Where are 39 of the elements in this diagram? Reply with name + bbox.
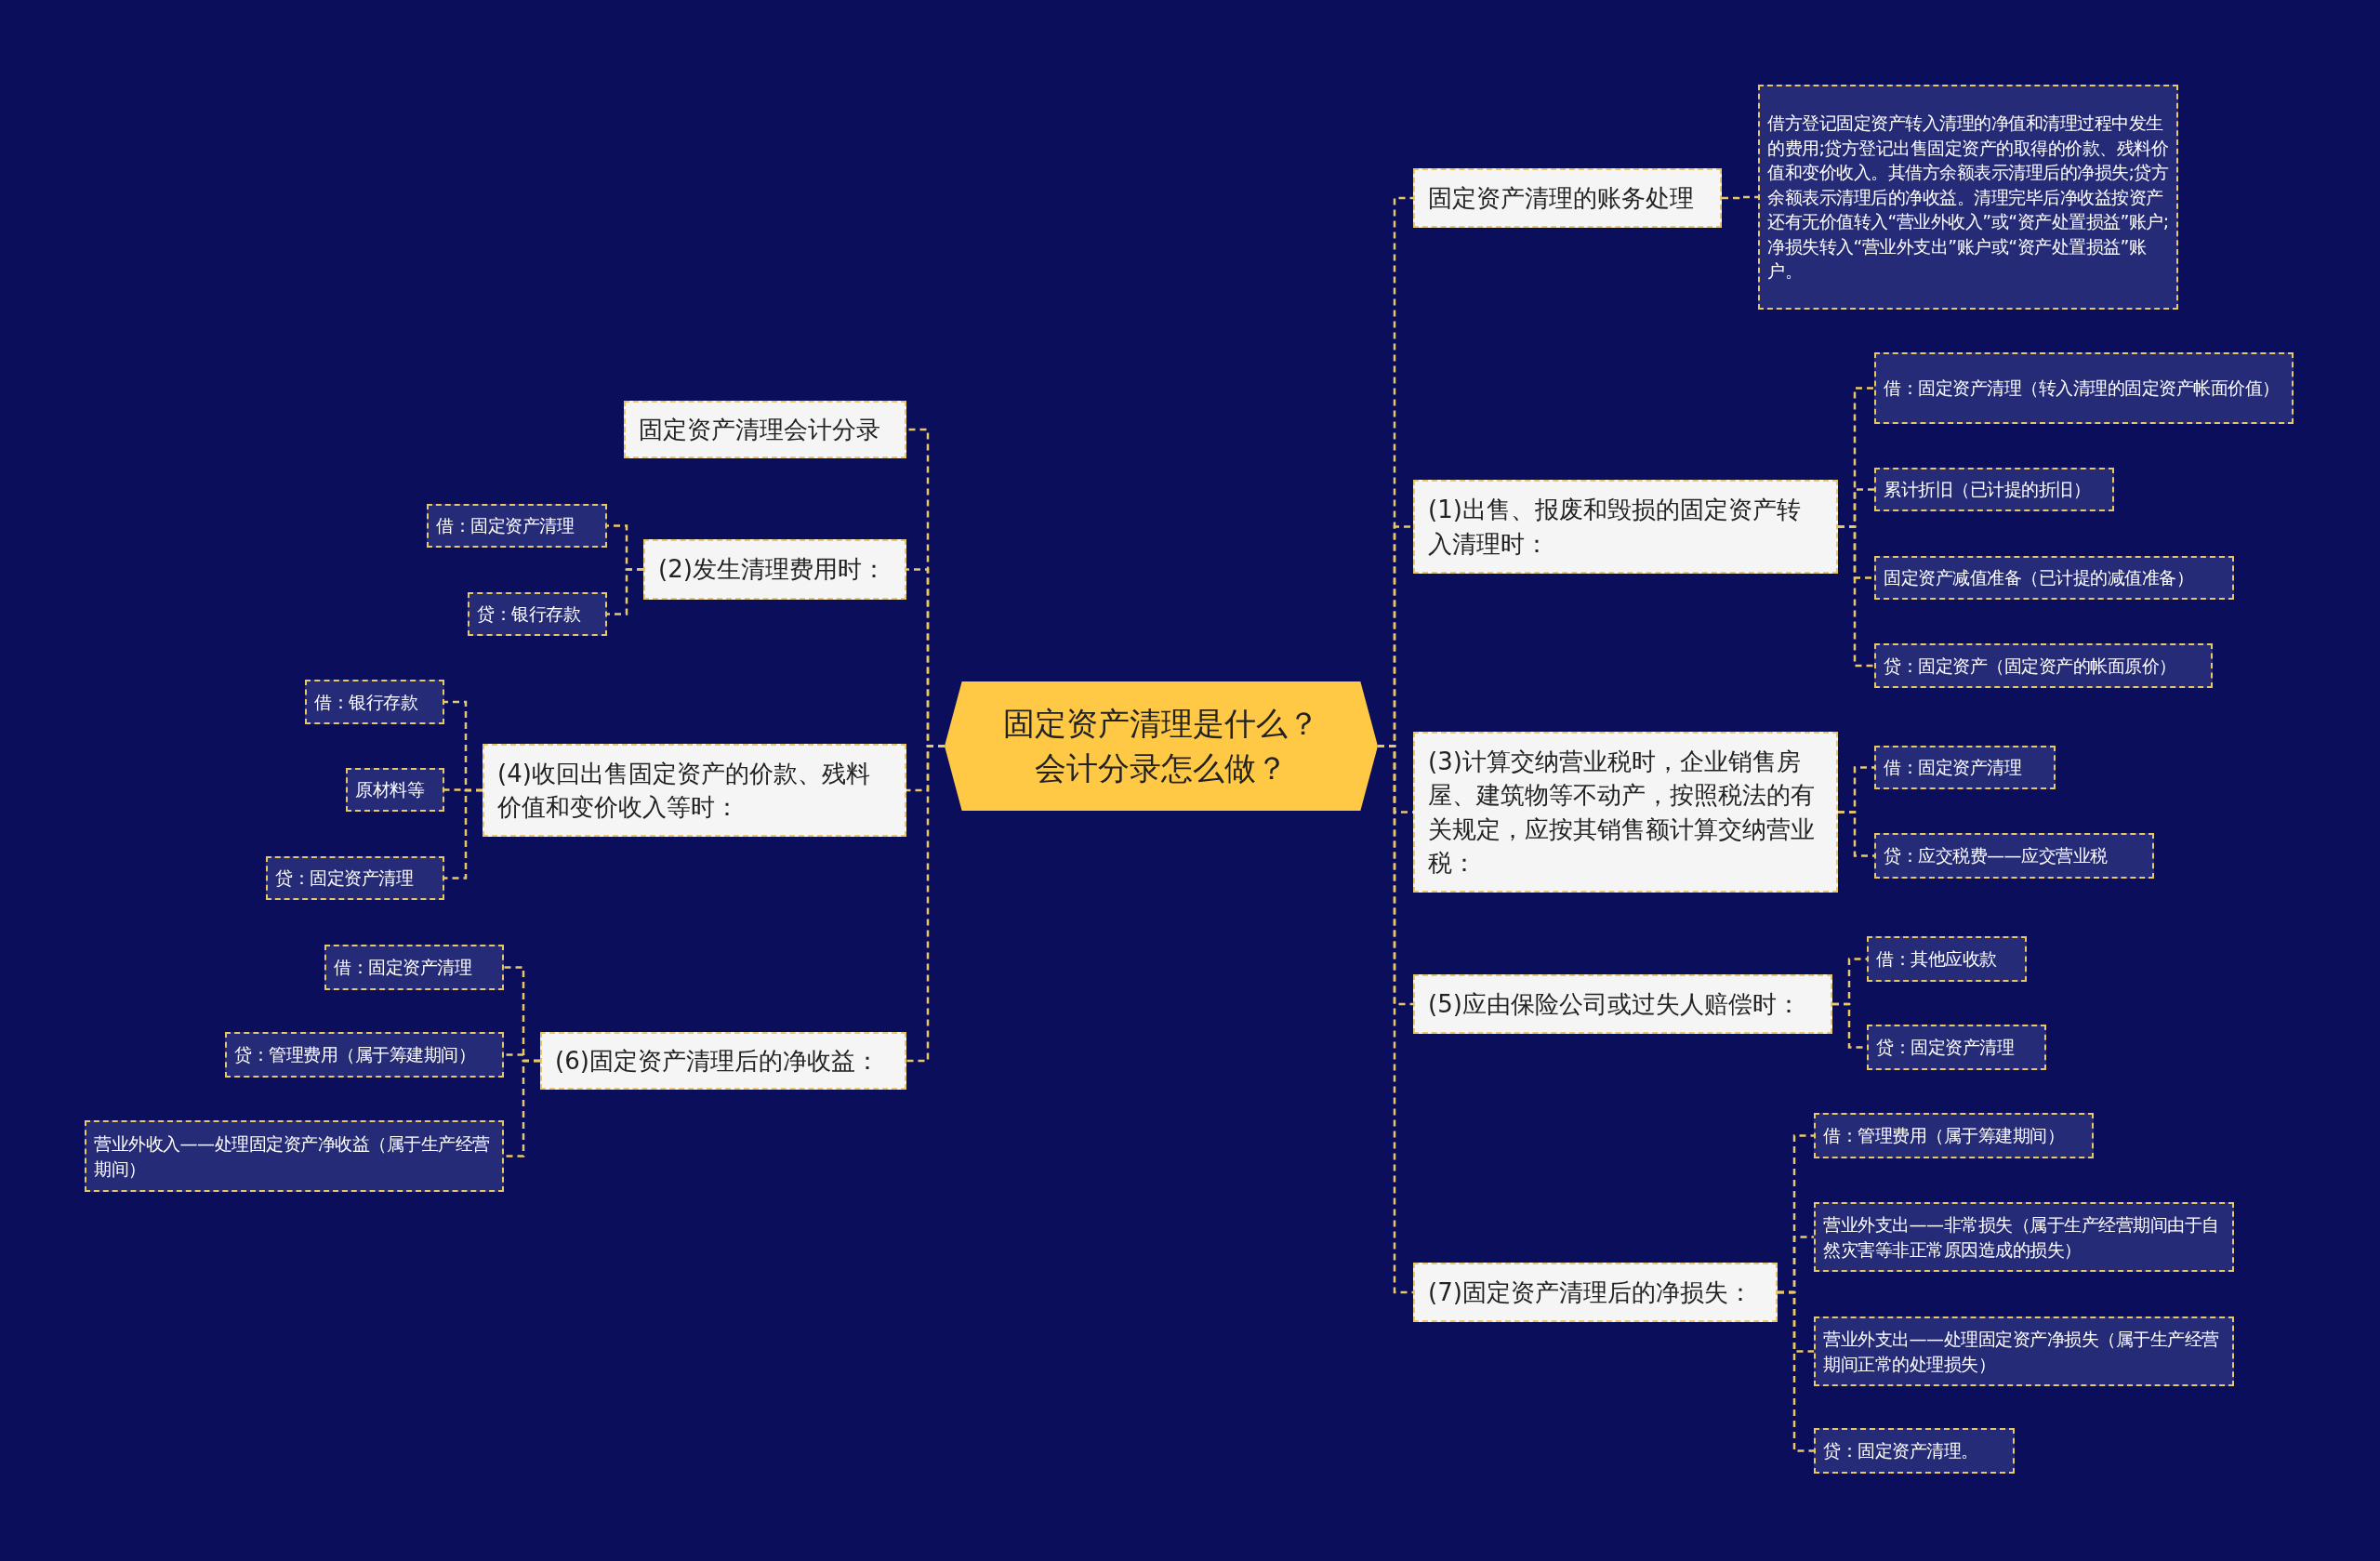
subtopic-box: 贷：银行存款 (468, 592, 607, 636)
subtopic-box: 贷：固定资产清理 (1867, 1025, 2046, 1070)
subtopic-box: 营业外收入——处理固定资产净收益（属于生产经营期间） (85, 1120, 504, 1192)
subtopic-box: 借：固定资产清理 (427, 504, 607, 548)
topic-box: (2)发生清理费用时： (643, 539, 906, 600)
subtopic-box: 贷：管理费用（属于筹建期间） (225, 1032, 504, 1078)
subtopic-box: 原材料等 (346, 768, 444, 812)
subtopic-box: 贷：应交税费——应交营业税 (1874, 833, 2154, 879)
subtopic-box: 借：其他应收款 (1867, 936, 2027, 982)
subtopic-box: 借：管理费用（属于筹建期间） (1814, 1113, 2094, 1158)
topic-box: (4)收回出售固定资产的价款、残料价值和变价收入等时： (483, 744, 906, 837)
connector-line (607, 568, 643, 615)
topic-box: 固定资产清理的账务处理 (1413, 168, 1722, 228)
connector-line (1838, 811, 1874, 857)
subtopic-box: 贷：固定资产清理 (266, 856, 444, 900)
topic-box: (6)固定资产清理后的净收益： (540, 1032, 906, 1090)
topic-box: 固定资产清理会计分录 (624, 401, 906, 458)
topic-box: (3)计算交纳营业税时，企业销售房屋、建筑物等不动产，按照税法的有关规定，应按其销售额计算交纳营业税： (1413, 732, 1838, 893)
connector-line (906, 745, 945, 1063)
topic-box: (5)应由保险公司或过失人赔偿时： (1413, 974, 1832, 1034)
connector-line (1838, 525, 1874, 668)
subtopic-box: 营业外支出——处理固定资产净损失（属于生产经营期间正常的处理损失） (1814, 1316, 2234, 1386)
central-topic: 固定资产清理是什么？会计分录怎么做？ (945, 681, 1378, 811)
subtopic-box: 借：固定资产清理 (324, 945, 504, 990)
topic-box: (7)固定资产清理后的净损失： (1413, 1263, 1778, 1322)
subtopic-box: 借：固定资产清理 (1874, 746, 2056, 789)
subtopic-box: 借：银行存款 (305, 680, 444, 724)
subtopic-box: 贷：固定资产清理。 (1814, 1428, 2015, 1474)
connector-line (1778, 1290, 1814, 1452)
subtopic-box: 固定资产减值准备（已计提的减值准备） (1874, 556, 2234, 600)
subtopic-box: 借方登记固定资产转入清理的净值和清理过程中发生的费用;贷方登记出售固定资产的取得的价款、残料价值和变价收入。其借方余额表示清理后的净损失;贷方余额表示清理后的净收益。清理完毕后净收益按资产还有无价值转入“营业外收入”或“资产处置损益”账户;净损失转入“营业外支出”账户或“资产处置损益”账户。 (1758, 85, 2178, 310)
connector-line (444, 788, 483, 880)
subtopic-box: 借：固定资产清理（转入清理的固定资产帐面价值） (1874, 352, 2294, 424)
topic-box: (1)出售、报废和毁损的固定资产转入清理时： (1413, 480, 1838, 574)
subtopic-box: 贷：固定资产（固定资产的帐面原价） (1874, 643, 2213, 688)
connector-line (1722, 195, 1758, 200)
connector-line (504, 1059, 540, 1158)
subtopic-box: 累计折旧（已计提的折旧） (1874, 468, 2114, 511)
subtopic-box: 营业外支出——非常损失（属于生产经营期间由于自然灾害等非正常原因造成的损失） (1814, 1202, 2234, 1272)
